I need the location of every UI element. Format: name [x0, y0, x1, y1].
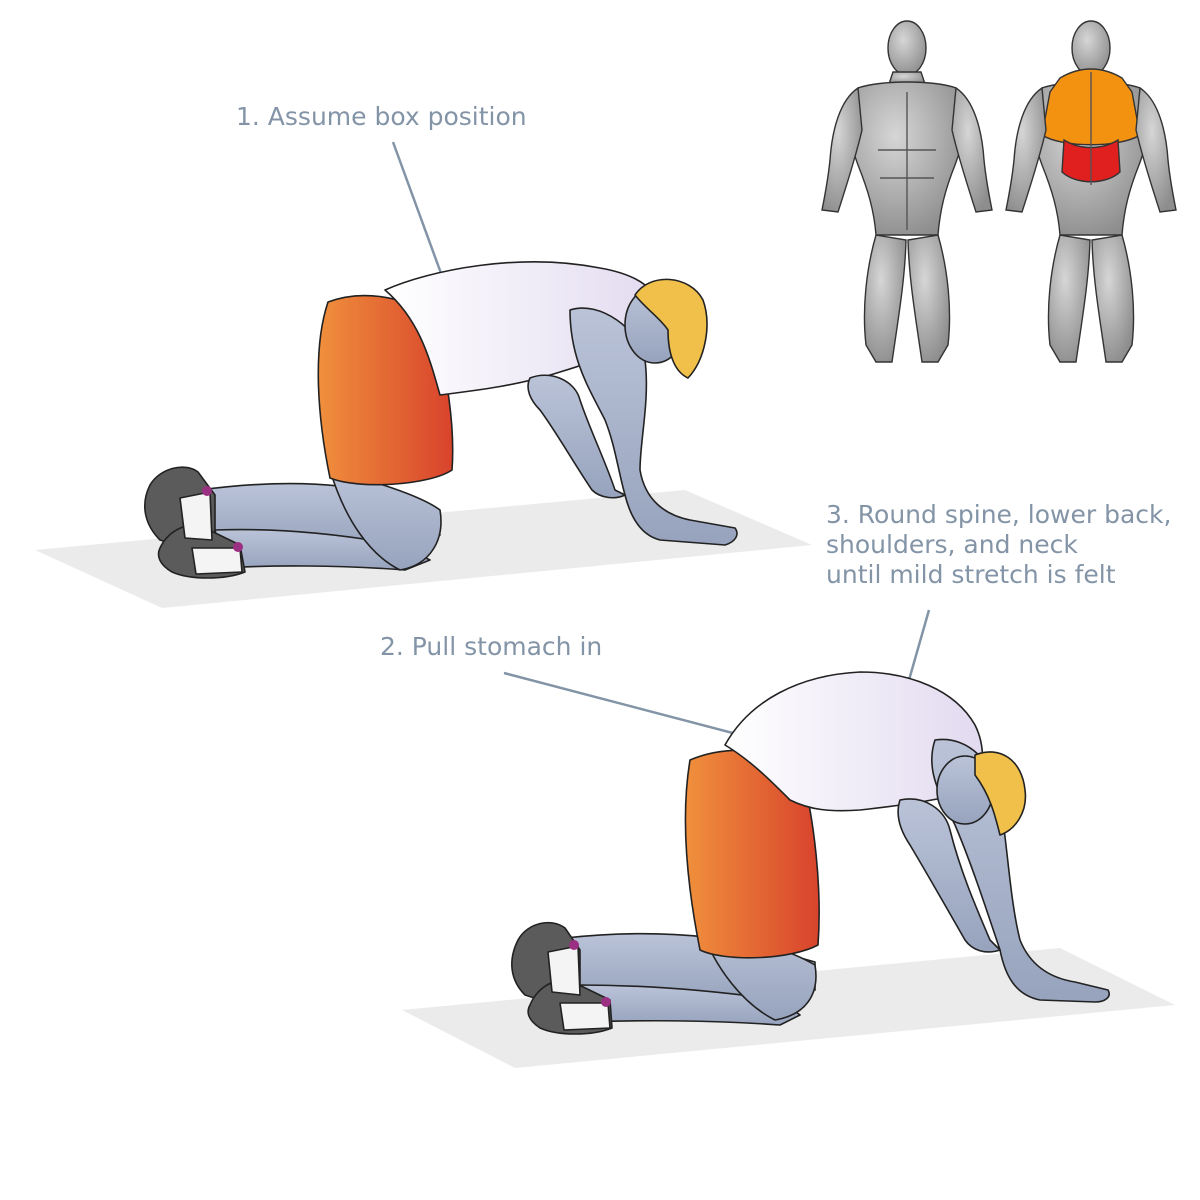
- muscle-map-back: [1005, 20, 1177, 363]
- step-3-line-3: until mild stretch is felt: [826, 560, 1116, 589]
- figure-rounded-spine: [511, 671, 1110, 1035]
- step-3-line-2: shoulders, and neck: [826, 530, 1078, 559]
- step-3-label: 3. Round spine, lower back, shoulders, a…: [826, 500, 1171, 590]
- leader-line-3: [905, 609, 931, 688]
- muscle-map-front: [821, 20, 993, 363]
- step-1-label: 1. Assume box position: [236, 102, 527, 131]
- step-2-label: 2. Pull stomach in: [380, 632, 603, 661]
- leader-line-1: [391, 141, 444, 277]
- figure-box-position: [144, 261, 738, 579]
- step-3-line-1: 3. Round spine, lower back,: [826, 500, 1172, 529]
